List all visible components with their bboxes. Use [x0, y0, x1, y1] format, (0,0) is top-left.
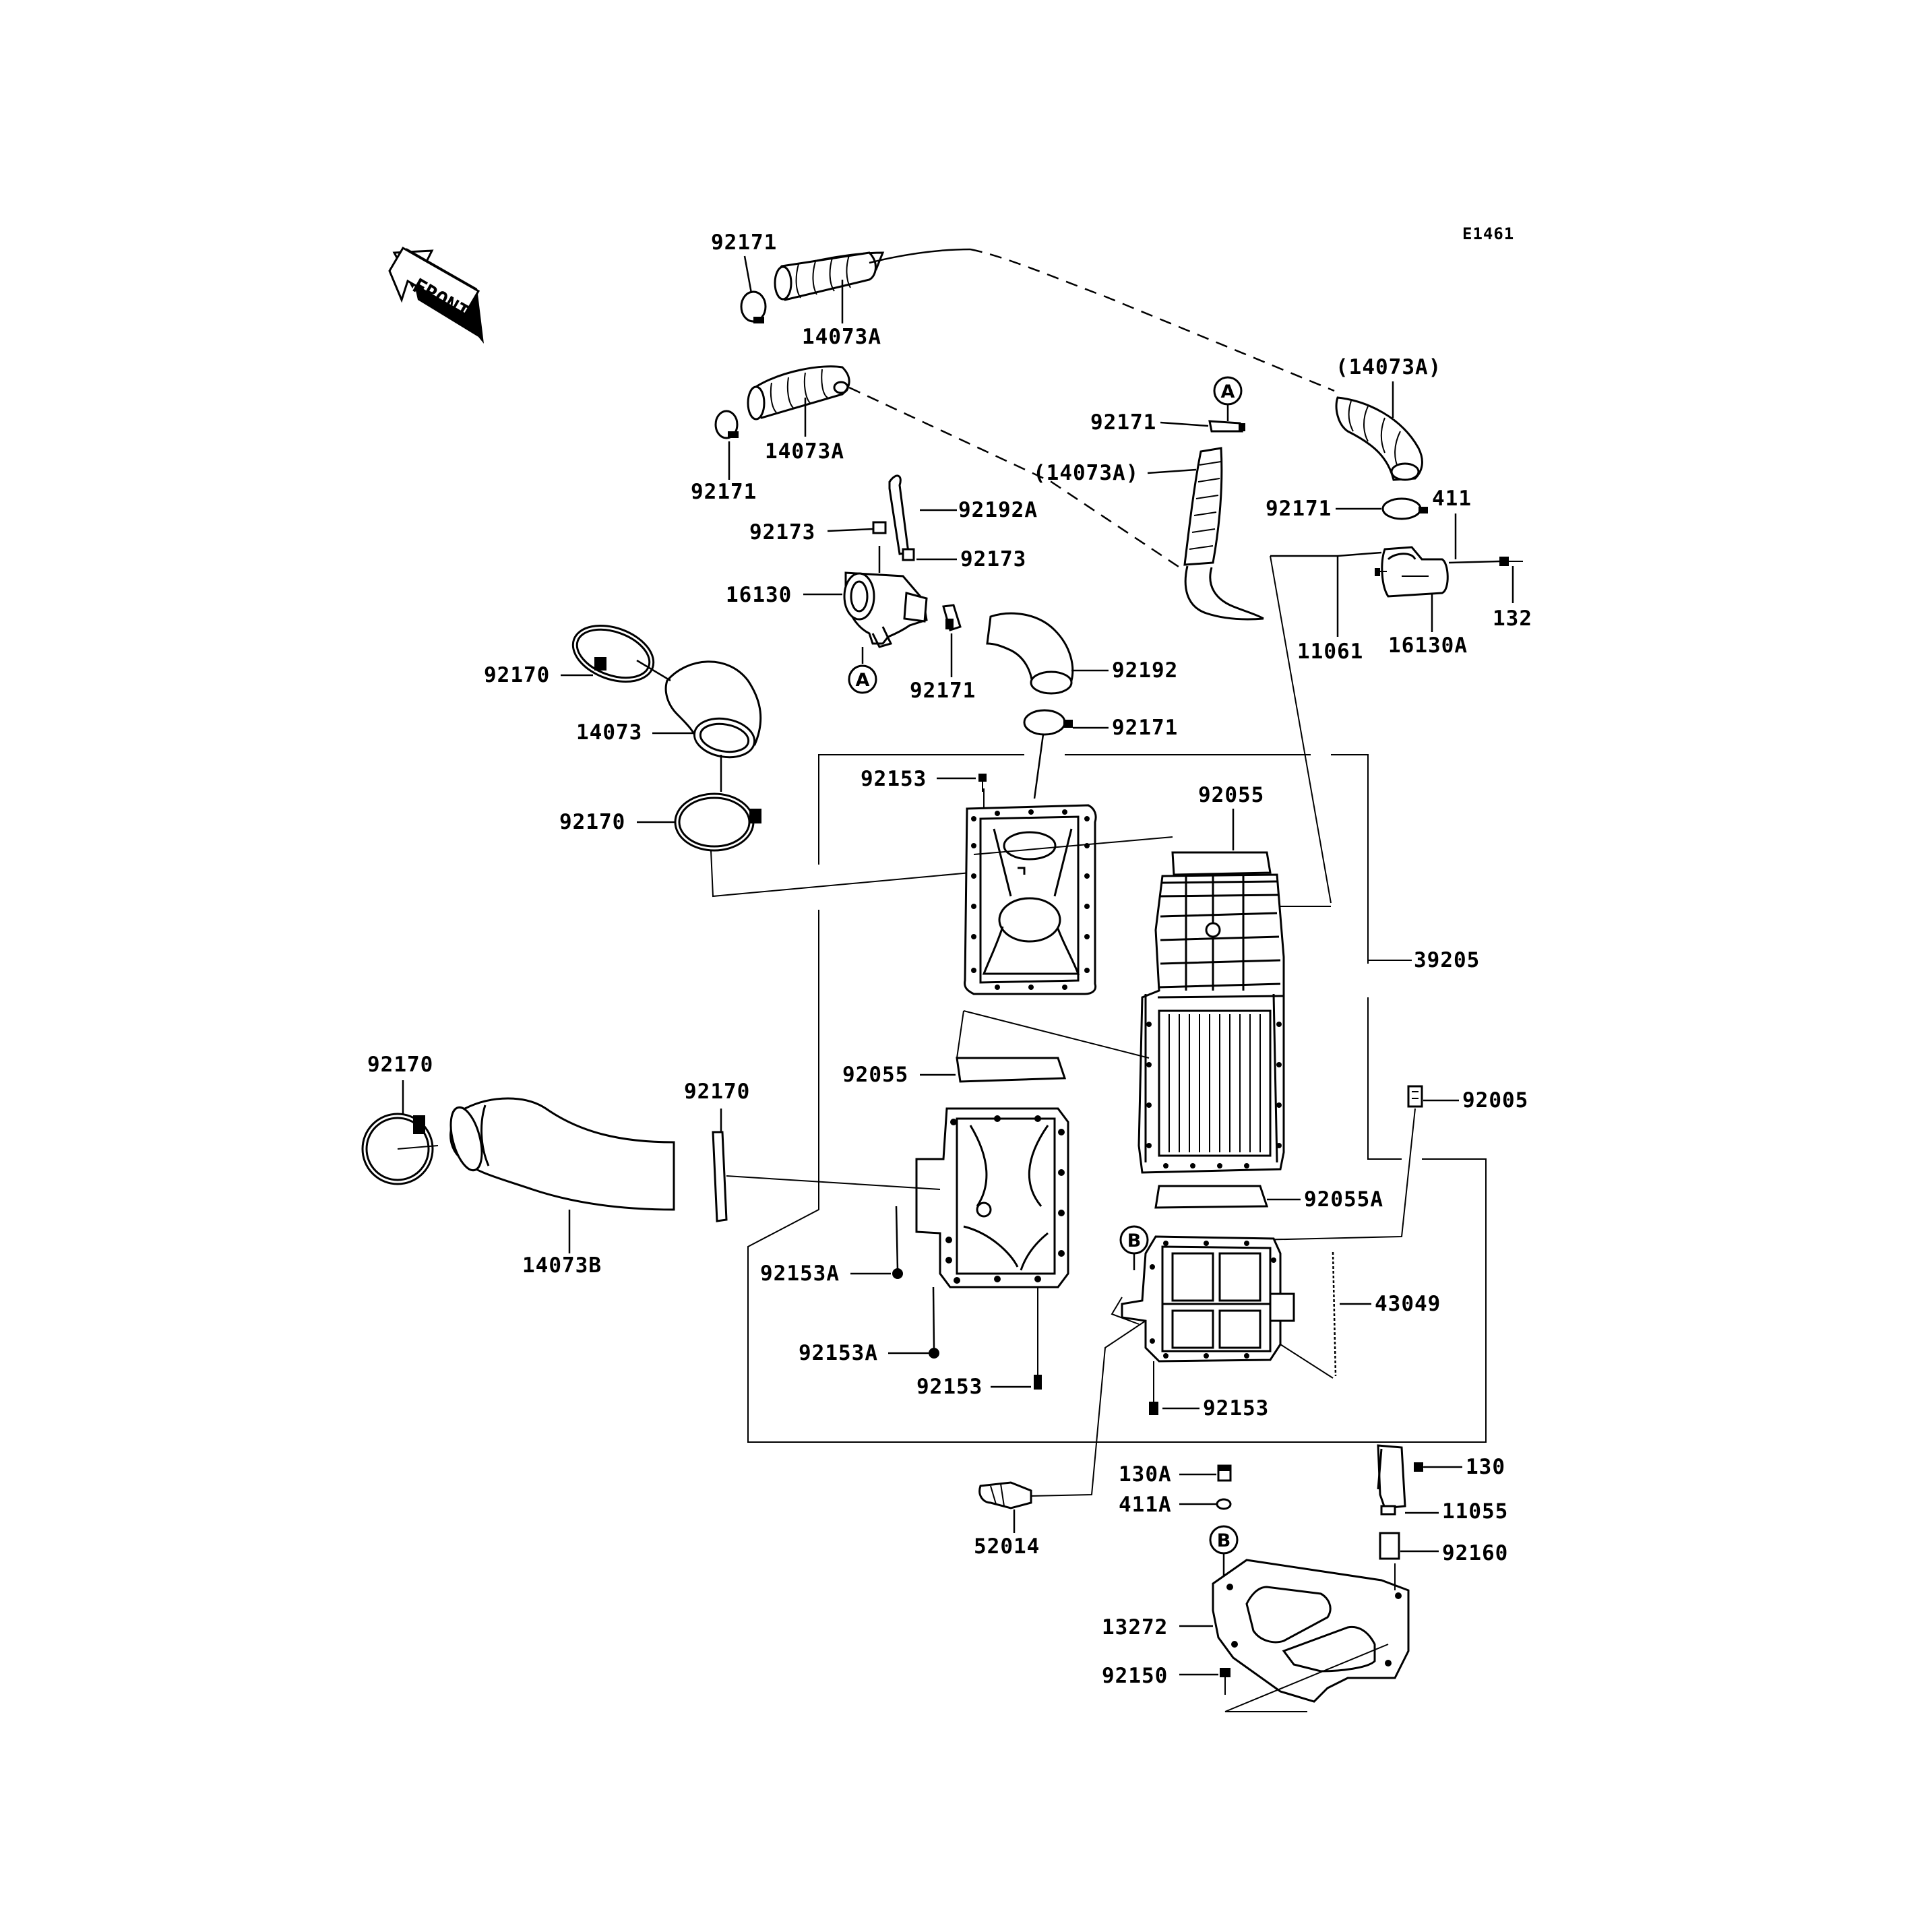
label-92170-mid: 92170	[559, 810, 625, 834]
lower-housing	[1121, 1235, 1295, 1363]
svg-text:A: A	[856, 670, 870, 691]
bolt-92153a-upper	[892, 1206, 903, 1279]
label-92153-top: 92153	[861, 767, 927, 791]
label-130a: 130A	[1119, 1462, 1172, 1487]
clamp-92170-left	[361, 1113, 439, 1185]
label-92192a: 92192A	[958, 498, 1038, 522]
label-16130: 16130	[726, 583, 792, 607]
valve-16130	[843, 546, 928, 648]
label-14073: 14073	[576, 720, 642, 745]
gasket-92055-top	[1171, 851, 1272, 876]
bolt-92153-mid	[1034, 1287, 1042, 1390]
clamp-92173-left	[872, 521, 887, 534]
front-arrow-icon: FRONT	[388, 246, 484, 344]
washer-411a	[1216, 1498, 1232, 1510]
clamp-92171-top	[740, 290, 767, 323]
label-92171-mid: 92171	[910, 679, 976, 703]
bolt-92153-bottom	[1149, 1361, 1158, 1415]
hose-14073a-second	[747, 365, 850, 420]
intercooler-core	[1138, 873, 1285, 1174]
svg-text:A: A	[1221, 381, 1235, 402]
clamp-92171-a	[1208, 420, 1245, 433]
clamp-92170-mid	[674, 792, 761, 852]
label-39205: 39205	[1414, 948, 1480, 972]
bolt-92153a-lower	[929, 1286, 939, 1359]
bracket-11055	[1377, 1444, 1406, 1516]
label-92171-lower: 92171	[1112, 716, 1178, 740]
elbow-14073	[664, 660, 762, 759]
hose-14073a-right	[1335, 396, 1423, 481]
label-92150: 92150	[1102, 1664, 1168, 1688]
label-14073a-paren-mid: (14073A)	[1033, 461, 1139, 485]
label-14073a: 14073A	[802, 325, 881, 349]
hose-92192	[986, 612, 1074, 695]
label-14073a-second: 14073A	[765, 439, 844, 464]
label-132: 132	[1493, 606, 1532, 631]
hose-14073a-top	[774, 248, 971, 301]
label-130: 130	[1466, 1455, 1505, 1479]
rod-43049	[1332, 1251, 1337, 1377]
label-92171-second: 92171	[691, 480, 757, 504]
gasket-92055a	[1154, 1185, 1269, 1209]
cover-plate-upper	[964, 804, 1097, 995]
label-13272: 13272	[1102, 1615, 1168, 1640]
label-92171-right: 92171	[1266, 497, 1332, 521]
label-11055: 11055	[1442, 1499, 1508, 1524]
svg-text:B: B	[1217, 1530, 1231, 1551]
label-52014: 52014	[974, 1534, 1040, 1559]
clamp-92170-upper	[571, 624, 655, 683]
label-92153-bottom: 92153	[1203, 1396, 1269, 1421]
label-92055a: 92055A	[1304, 1187, 1383, 1212]
bolt-92153-top	[978, 774, 987, 792]
clamp-92173-right	[902, 548, 915, 561]
svg-text:B: B	[1127, 1230, 1142, 1251]
label-411a: 411A	[1119, 1493, 1172, 1517]
plug-92005	[1407, 1085, 1423, 1108]
label-92171: 92171	[711, 230, 777, 255]
clamp-92171-lower	[1023, 709, 1073, 736]
clamp-92170-right	[712, 1131, 728, 1222]
label-92170-upper: 92170	[484, 663, 550, 687]
label-92173-left: 92173	[749, 520, 815, 544]
label-92173-right: 92173	[960, 547, 1026, 571]
label-92192: 92192	[1112, 658, 1178, 683]
clamp-92171-mid	[942, 604, 962, 631]
circle-ref-a-top: A	[1213, 376, 1243, 406]
gasket-92055-mid	[956, 1057, 1067, 1083]
clamp-92171-right	[1381, 497, 1428, 520]
valve-16130a	[1375, 546, 1449, 598]
hose-92192a	[888, 474, 910, 555]
circle-ref-a-bottom: A	[848, 664, 877, 694]
pad-92160	[1379, 1532, 1400, 1560]
label-92055-top: 92055	[1198, 783, 1264, 807]
label-14073a-paren-right: (14073A)	[1336, 355, 1441, 379]
skid-plate-13272	[1212, 1559, 1410, 1703]
hose-14073b	[449, 1097, 675, 1211]
label-92005: 92005	[1462, 1088, 1528, 1113]
label-92171-a: 92171	[1090, 410, 1156, 435]
circle-ref-b-top: B	[1119, 1225, 1149, 1255]
hose-14073a-middle	[1183, 447, 1264, 621]
circle-ref-b-bottom: B	[1209, 1525, 1239, 1555]
bolt-132	[1499, 557, 1523, 566]
bolt-130a	[1217, 1464, 1232, 1482]
clamp-92171-second	[714, 410, 739, 439]
label-92153a-upper: 92153A	[760, 1261, 840, 1286]
fitting-52014	[978, 1481, 1032, 1509]
label-411: 411	[1432, 487, 1472, 511]
label-92160: 92160	[1442, 1541, 1508, 1565]
label-16130a: 16130A	[1388, 633, 1468, 658]
diagram-code: E1461	[1462, 224, 1514, 243]
cover-plate-lower	[915, 1107, 1069, 1288]
label-14073b: 14073B	[522, 1253, 602, 1278]
bolt-92150	[1220, 1668, 1230, 1695]
label-92170-left: 92170	[367, 1053, 433, 1077]
label-92153a-lower: 92153A	[799, 1341, 878, 1365]
label-43049: 43049	[1375, 1292, 1441, 1316]
label-92170-right: 92170	[684, 1080, 750, 1104]
label-92055-mid: 92055	[842, 1063, 908, 1087]
label-11061: 11061	[1297, 640, 1363, 664]
label-92153-mid: 92153	[916, 1375, 983, 1399]
